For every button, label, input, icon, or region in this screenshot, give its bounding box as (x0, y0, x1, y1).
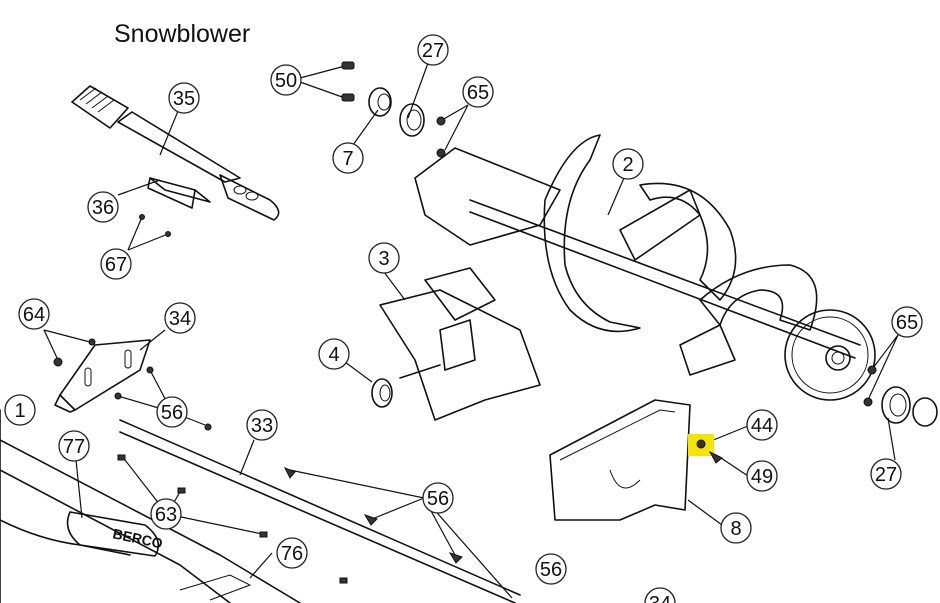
part-auger-3 (371, 267, 541, 421)
callout-label: 56 (161, 402, 183, 424)
callout-36: 36 (87, 191, 119, 223)
callout-63: 63 (150, 498, 182, 530)
callout-label: 8 (730, 518, 741, 540)
callout-1: 1 (4, 394, 36, 426)
callout-56: 56 (535, 553, 567, 585)
callout-27: 27 (417, 34, 449, 66)
part-bracket-34 (53, 338, 212, 431)
callout-label: 35 (173, 88, 195, 110)
callout-8: 8 (720, 512, 752, 544)
callout-label: 34 (649, 593, 671, 603)
callout-label: 77 (63, 436, 85, 458)
callout-34: 34 (164, 302, 196, 334)
callout-label: 34 (169, 308, 191, 330)
callout-76: 76 (276, 537, 308, 569)
callout-circle (168, 82, 200, 114)
callout-50: 50 (270, 64, 302, 96)
callout-65: 65 (891, 306, 923, 338)
callout-circle (535, 553, 567, 585)
callout-circle (720, 512, 752, 544)
callout-65: 65 (462, 76, 494, 108)
callout-circle (156, 396, 188, 428)
part-cover-8 (549, 399, 691, 521)
callout-circle (332, 142, 364, 174)
callout-7: 7 (332, 142, 364, 174)
callout-circle (276, 537, 308, 569)
callout-label: 1 (14, 400, 25, 422)
callout-circle (164, 302, 196, 334)
callout-circle (417, 34, 449, 66)
callout-circle (746, 409, 778, 441)
callout-33: 33 (246, 409, 278, 441)
callout-label: 67 (105, 254, 127, 276)
part-bar-33 (119, 419, 521, 603)
callout-circle (87, 191, 119, 223)
callout-circle (58, 430, 90, 462)
callout-circle (746, 460, 778, 492)
callout-label: 49 (751, 466, 773, 488)
callout-circle (150, 498, 182, 530)
part-bracket-36 (139, 177, 211, 237)
callout-77: 77 (58, 430, 90, 462)
callout-3: 3 (368, 242, 400, 274)
callout-34: 34 (644, 587, 676, 603)
callout-49: 49 (746, 460, 778, 492)
callout-circle (318, 338, 350, 370)
callout-circle (4, 394, 36, 426)
callout-circle (644, 587, 676, 603)
callouts: 50 27 65 35 7 2 36 67 3 64 34 65 4 1 56 77 33 44 63 49 27 56 8… (4, 34, 923, 603)
callout-circle (870, 458, 902, 490)
callout-circle (18, 298, 50, 330)
part-housing (0, 409, 348, 603)
callout-label: 65 (896, 312, 918, 334)
callout-label: 27 (422, 40, 444, 62)
callout-circle (270, 64, 302, 96)
diagram-title: Snowblower (114, 20, 251, 48)
berco-logo: BERCO (111, 525, 164, 551)
callout-35: 35 (168, 82, 200, 114)
callout-label: 56 (540, 559, 562, 581)
callout-label: 7 (342, 148, 353, 170)
callout-circle (368, 242, 400, 274)
callout-label: 64 (23, 304, 45, 326)
callout-label: 2 (622, 154, 633, 176)
callout-circle (891, 306, 923, 338)
callout-56: 56 (422, 482, 454, 514)
callout-44: 44 (746, 409, 778, 441)
callout-label: 50 (275, 70, 297, 92)
callout-label: 44 (751, 415, 773, 437)
callout-4: 4 (318, 338, 350, 370)
callout-27: 27 (870, 458, 902, 490)
callout-label: 3 (378, 248, 389, 270)
callout-label: 27 (875, 464, 897, 486)
part-handle (71, 85, 280, 221)
callout-56: 56 (156, 396, 188, 428)
callout-label: 36 (92, 197, 114, 219)
callout-label: 33 (251, 415, 273, 437)
callout-label: 76 (281, 543, 303, 565)
leader-lines (43, 62, 899, 599)
callout-label: 63 (155, 504, 177, 526)
callout-2: 2 (612, 148, 644, 180)
callout-64: 64 (18, 298, 50, 330)
callout-circle (100, 248, 132, 280)
callout-circle (422, 482, 454, 514)
callout-circle (462, 76, 494, 108)
part-right-hardware (863, 365, 938, 427)
callout-label: 56 (427, 488, 449, 510)
callout-67: 67 (100, 248, 132, 280)
callout-circle (612, 148, 644, 180)
part-top-hardware (341, 61, 446, 158)
callout-label: 65 (467, 82, 489, 104)
callout-circle (246, 409, 278, 441)
callout-label: 4 (328, 344, 339, 366)
part-auger (414, 134, 876, 401)
